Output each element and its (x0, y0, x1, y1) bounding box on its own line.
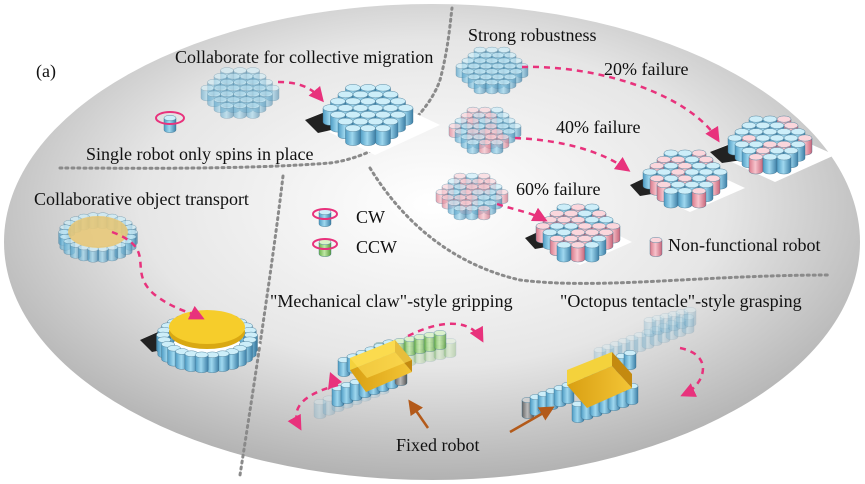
migration-start-cluster (200, 67, 280, 119)
robot (497, 79, 511, 95)
robot (584, 241, 600, 263)
nonfunctional-robot (649, 237, 663, 257)
claw-box (350, 340, 412, 392)
tentacle-box (567, 352, 632, 408)
robustness-40-start (448, 106, 522, 155)
robot (360, 124, 376, 146)
robustness-20-start (455, 46, 529, 95)
robot (683, 307, 697, 327)
arrow-transport (111, 230, 205, 320)
tentacle-wrap-front (571, 383, 639, 423)
robot (375, 124, 391, 146)
robot (215, 350, 230, 372)
robot (246, 102, 260, 119)
robot (205, 351, 220, 373)
nonfunctional-robot (748, 153, 764, 175)
arrow-tentacle (679, 346, 705, 397)
robot (623, 350, 637, 370)
robot (490, 139, 504, 155)
spin-icons (155, 111, 338, 250)
fixed-robot-label: Fixed robot (396, 435, 480, 455)
migration-title: Collaborate for collective migration (175, 47, 434, 67)
robustness-20-end (727, 115, 813, 175)
nonfunctional-robot (477, 205, 491, 221)
robot (163, 115, 177, 133)
ccw-label: CCW (356, 237, 398, 257)
robot (485, 79, 499, 95)
robot (663, 187, 679, 209)
migration-caption: Single robot only spins in place (86, 144, 314, 164)
robot (184, 350, 199, 372)
robot (345, 124, 361, 146)
robot (762, 153, 778, 175)
nonfunctional-robot (570, 241, 586, 263)
robot (473, 79, 487, 95)
transport-disk-after (169, 310, 245, 349)
section-dividers (58, 6, 832, 477)
robot (677, 187, 693, 209)
transport-disk-before (68, 216, 128, 248)
arrow-migration (277, 80, 324, 103)
robot (776, 153, 792, 175)
arrow-40-failure (514, 136, 631, 172)
arrow-60-failure (496, 202, 548, 222)
robustness-60-end (535, 203, 621, 263)
divider-mid (368, 166, 832, 285)
robot (556, 241, 572, 263)
nonfunctional-robot (478, 139, 492, 155)
tentacle-ghost-tip (643, 307, 697, 337)
robot (87, 246, 99, 263)
robustness-title: Strong robustness (468, 25, 597, 45)
transport-title: Collaborative object transport (34, 189, 249, 209)
grasping-title: "Octopus tentacle"-style grasping (560, 291, 802, 311)
divider-left (238, 174, 285, 477)
robustness-40-end (642, 149, 728, 209)
robot (233, 102, 247, 119)
cw-label: CW (356, 207, 385, 227)
fixed-robot-arrows (408, 399, 555, 434)
motion-arrows (111, 65, 720, 431)
robot (423, 332, 437, 352)
panel-label: (a) (36, 61, 56, 81)
failure-60-label: 60% failure (516, 179, 601, 199)
divider-top-left (58, 6, 454, 170)
failure-40-label: 40% failure (556, 117, 641, 137)
robot (465, 205, 479, 221)
nonfunctional-robot (691, 187, 707, 209)
robot (194, 351, 209, 373)
nonfunctional-legend-label: Non-functional robot (668, 235, 821, 255)
robot (466, 139, 480, 155)
robot-clusters (58, 46, 813, 423)
robot (97, 246, 109, 263)
migration-end-cluster (322, 84, 414, 146)
claw-left-arrowhead (328, 372, 342, 390)
robot (433, 330, 447, 350)
robot (413, 334, 427, 354)
failure-20-label: 20% failure (604, 59, 689, 79)
robustness-60-start (435, 172, 509, 221)
gripping-title: "Mechanical claw"-style gripping (270, 291, 513, 311)
arrow-claw-top (407, 322, 484, 343)
robot (453, 205, 467, 221)
robot (220, 102, 234, 119)
